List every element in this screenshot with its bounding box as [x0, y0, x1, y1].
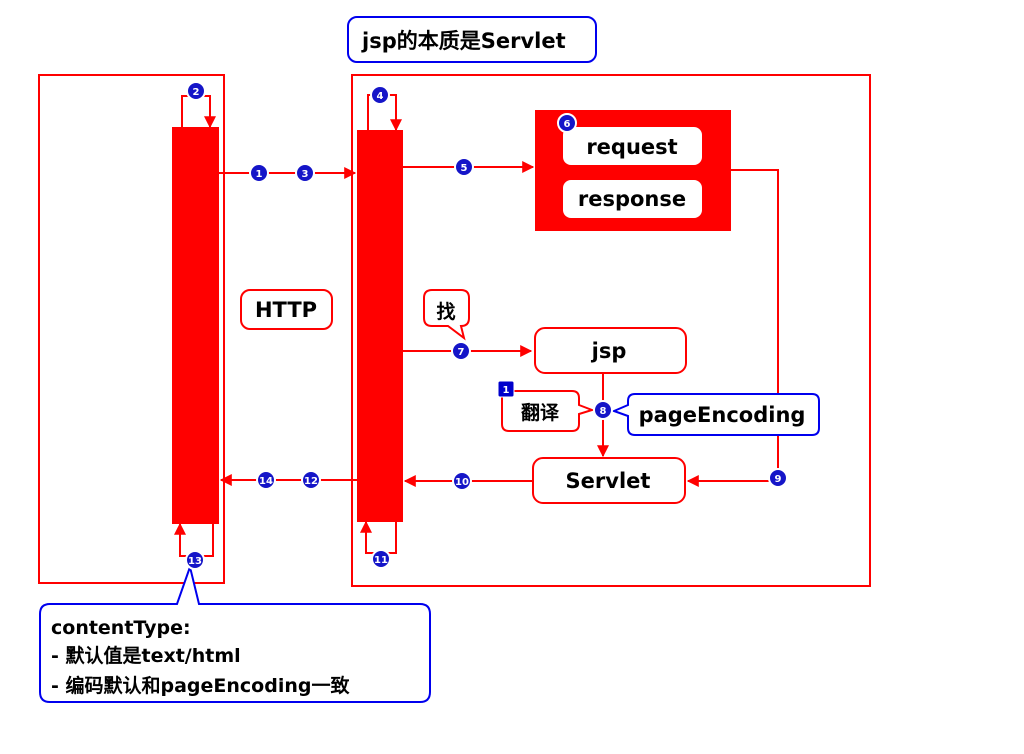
step-badge-3: 3: [295, 163, 315, 183]
client-frame: [38, 74, 225, 584]
svg-text:4: 4: [377, 91, 384, 102]
step-badge-8: 8: [593, 400, 613, 420]
svg-text:6: 6: [564, 119, 571, 130]
svg-text:10: 10: [455, 477, 469, 488]
step-badge-12: 12: [301, 470, 321, 490]
step-badge-7: 7: [451, 341, 471, 361]
content-type-line1: contentType:: [51, 617, 191, 639]
translate-badge-label: 1: [503, 385, 510, 396]
servlet-label: Servlet: [566, 469, 651, 493]
find-label: 找: [436, 301, 455, 323]
step-badge-11: 11: [371, 549, 391, 569]
svg-text:7: 7: [458, 347, 465, 358]
svg-text:13: 13: [188, 556, 202, 567]
server-frame: [351, 74, 871, 587]
content-type-line2: - 默认值是text/html: [51, 644, 241, 667]
svg-text:9: 9: [775, 474, 782, 485]
step-badge-6: 6: [557, 113, 577, 133]
content-type-callout: [39, 563, 431, 703]
client-bar: [172, 127, 219, 524]
svg-text:5: 5: [461, 163, 468, 174]
step-badge-14: 14: [256, 470, 276, 490]
content-type-line3: - 编码默认和pageEncoding一致: [51, 674, 350, 697]
step-badge-1: 1: [249, 163, 269, 183]
svg-text:1: 1: [256, 169, 263, 180]
step-badge-10: 10: [452, 471, 472, 491]
svg-text:8: 8: [600, 406, 607, 417]
translate-badge: [497, 380, 515, 398]
response-object: [563, 180, 702, 218]
server-bar: [357, 130, 403, 522]
request-object: [563, 127, 702, 165]
jsp-label: jsp: [591, 339, 627, 363]
request-label: request: [586, 135, 677, 159]
response-label: response: [578, 187, 686, 211]
server-bottom-loop: [360, 520, 397, 554]
servlet-box: [532, 457, 686, 504]
svg-text:2: 2: [193, 87, 200, 98]
http-box: [240, 289, 333, 330]
find-callout: [423, 289, 470, 341]
page-encoding-callout: [611, 393, 820, 436]
svg-text:11: 11: [374, 555, 388, 566]
step-badge-4: 4: [370, 85, 390, 105]
jsp-box: [534, 327, 687, 374]
svg-text:12: 12: [304, 476, 318, 487]
svg-text:3: 3: [302, 169, 309, 180]
page-title: jsp的本质是Servlet: [361, 29, 566, 53]
step-badge-9: 9: [768, 468, 788, 488]
title-box: jsp的本质是Servlet: [347, 16, 597, 63]
http-label: HTTP: [255, 298, 317, 322]
page-encoding-label: pageEncoding: [639, 403, 806, 427]
step-badge-2: 2: [186, 81, 206, 101]
step-badge-5: 5: [454, 157, 474, 177]
pass-objects-arrow: [686, 169, 779, 487]
svg-text:14: 14: [259, 476, 273, 487]
translate-label: 翻译: [521, 401, 560, 424]
step-badge-13: 13: [185, 550, 205, 570]
